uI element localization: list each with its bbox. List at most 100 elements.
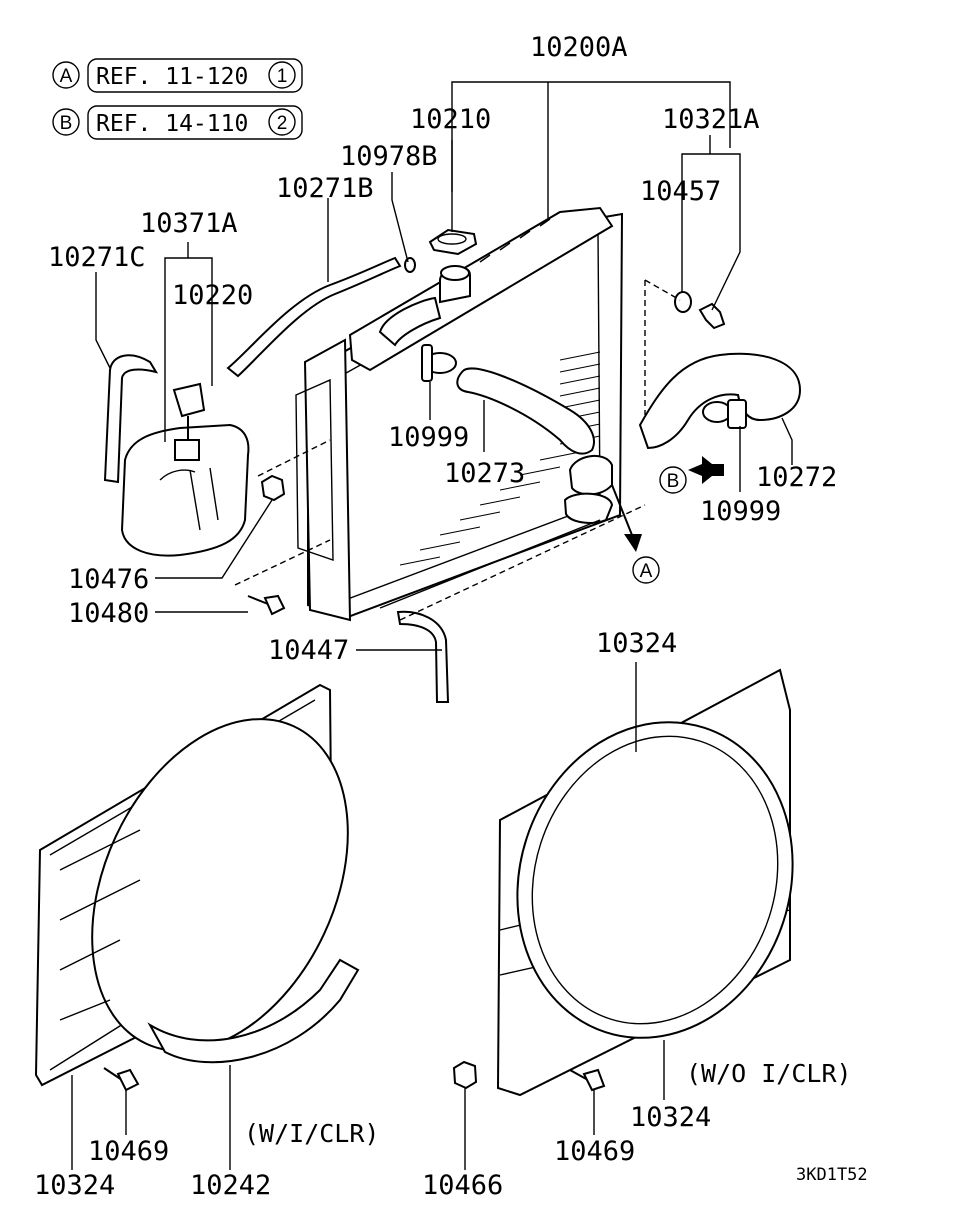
leader-10321a: [681, 135, 741, 311]
label-10324-left[interactable]: 10324: [34, 1170, 115, 1201]
bolt-left-10469[interactable]: [103, 1067, 140, 1092]
nut-10476[interactable]: [260, 474, 286, 502]
label-10457[interactable]: 10457: [640, 176, 721, 207]
lower-clamp-ring: [702, 401, 732, 423]
radiator-drawing: [295, 206, 624, 622]
bolt-right-shank: [569, 1069, 589, 1081]
label-10447[interactable]: 10447: [268, 635, 349, 666]
reserve-tank[interactable]: [120, 423, 250, 557]
variant-note-right: (W/O I/CLR): [686, 1059, 852, 1088]
label-10999-upper[interactable]: 10999: [388, 422, 469, 453]
marker-a-arrow: [624, 534, 642, 552]
ref-a-index: 1: [277, 66, 288, 87]
label-10272[interactable]: 10272: [756, 462, 837, 493]
label-10210[interactable]: 10210: [410, 104, 491, 135]
variant-note-left: (W/I/CLR): [244, 1119, 379, 1148]
label-10324-bottom[interactable]: 10324: [630, 1102, 711, 1133]
leader-10978b: [391, 172, 409, 263]
label-10469-left[interactable]: 10469: [88, 1136, 169, 1167]
bolt-10480[interactable]: [247, 594, 286, 616]
nut-10466[interactable]: [452, 1060, 478, 1090]
bolt-right-10469[interactable]: [569, 1068, 606, 1092]
drain-gasket-ring: [674, 291, 692, 313]
label-10242[interactable]: 10242: [190, 1170, 271, 1201]
leader-10371a: [164, 242, 213, 442]
ref-b-text: REF. 14-110: [96, 111, 248, 137]
breather-pipe[interactable]: [404, 257, 416, 273]
drain-plug-body: [698, 302, 726, 330]
tank-hose[interactable]: [103, 354, 159, 484]
nut-10466-shape: [452, 1060, 478, 1090]
upper-hose-clamp[interactable]: [421, 344, 457, 382]
ref-b-index: 2: [277, 113, 288, 134]
label-10466[interactable]: 10466: [422, 1170, 503, 1201]
leader-10271c: [95, 272, 111, 369]
label-10324-top[interactable]: 10324: [596, 628, 677, 659]
label-10469-right[interactable]: 10469: [554, 1136, 635, 1167]
label-10978b[interactable]: 10978B: [340, 141, 438, 172]
reserve-tank-body: [120, 423, 250, 557]
drain-plug[interactable]: [698, 302, 726, 330]
radiator-bracket: [295, 378, 334, 561]
overflow-hose[interactable]: [226, 256, 402, 378]
marker-a-letter: A: [640, 561, 653, 582]
ref-a-text: REF. 11-120: [96, 64, 248, 90]
label-10999-lower[interactable]: 10999: [700, 496, 781, 527]
label-10273[interactable]: 10273: [444, 458, 525, 489]
lower-outlet: [563, 492, 614, 524]
lower-hose[interactable]: [638, 352, 802, 450]
right-shroud-ring: [516, 721, 794, 1039]
drain-hose[interactable]: [396, 610, 450, 703]
marker-a[interactable]: A: [611, 484, 660, 584]
label-10271b[interactable]: 10271B: [276, 173, 374, 204]
lower-hose-clamp[interactable]: [702, 399, 747, 429]
right-fan-shroud[interactable]: [477, 668, 833, 1097]
label-10480[interactable]: 10480: [68, 598, 149, 629]
radiator-cap-top: [437, 233, 467, 245]
mount-dash-lines: [234, 279, 681, 621]
leader-lines: [71, 81, 793, 1170]
bolt-right-head: [582, 1068, 606, 1092]
label-10321a[interactable]: 10321A: [662, 104, 760, 135]
reference-b[interactable]: B REF. 14-110 2: [52, 105, 303, 140]
part-labels: 10200A 10210 10321A 10457 10978B 10271B …: [34, 32, 837, 1201]
marker-b-letter: B: [667, 471, 680, 492]
reserve-tank-neck: [174, 439, 200, 461]
ref-b-box: [87, 105, 303, 140]
top-tank-ribs: [479, 218, 551, 263]
left-shroud-ring: [91, 718, 349, 1052]
inlet-pipe: [378, 296, 442, 347]
nut-shape: [260, 474, 286, 502]
outlet-neck: [568, 455, 613, 496]
bottom-rail: [379, 519, 601, 609]
bolt-head: [263, 594, 286, 616]
label-10371a[interactable]: 10371A: [140, 208, 238, 239]
breather-pipe-end: [404, 257, 416, 273]
diagram-code: 3KD1T52: [796, 1165, 868, 1185]
upper-hose[interactable]: [456, 367, 595, 455]
label-10476[interactable]: 10476: [68, 564, 149, 595]
marker-b[interactable]: B: [659, 456, 724, 494]
marker-a-circle: [632, 556, 660, 584]
drain-gasket[interactable]: [674, 291, 692, 313]
ref-a-circle: [52, 61, 80, 89]
label-10200a[interactable]: 10200A: [530, 32, 628, 63]
leader-10476: [155, 499, 273, 579]
left-fan-shroud[interactable]: [34, 678, 398, 1092]
label-10220[interactable]: 10220: [172, 280, 253, 311]
ref-a-box: [87, 58, 303, 93]
reference-a[interactable]: A REF. 11-120 1: [52, 58, 303, 93]
left-lower-shroud[interactable]: [147, 958, 360, 1064]
lower-clamp-screw: [727, 399, 747, 429]
upper-clamp-screw: [421, 344, 433, 382]
right-shroud-ring-inner: [531, 735, 779, 1025]
reserve-tank-ribs: [159, 467, 219, 531]
filler-neck-opening: [440, 265, 470, 281]
reserve-tank-cap[interactable]: [172, 382, 206, 440]
label-10271c[interactable]: 10271C: [48, 242, 146, 273]
radiator-side-tank: [303, 338, 352, 622]
ref-a-letter: A: [60, 66, 73, 87]
radiator-cap[interactable]: [428, 228, 478, 256]
